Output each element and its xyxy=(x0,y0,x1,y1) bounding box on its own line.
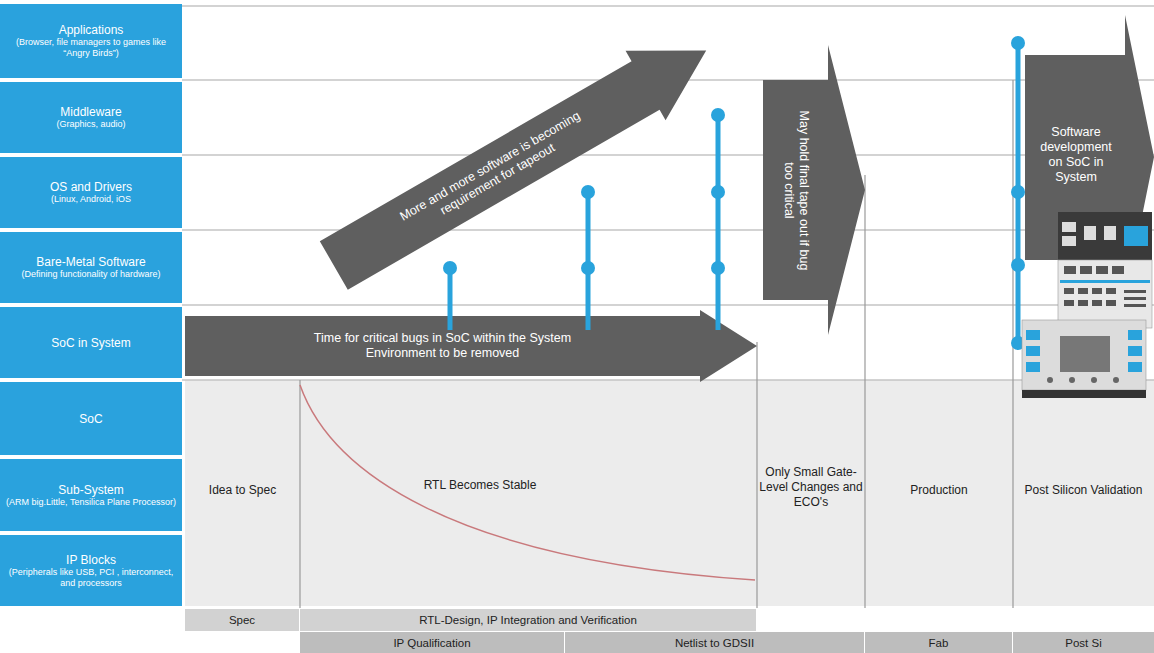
layer-title: Middleware xyxy=(60,105,121,119)
arrow-body xyxy=(185,310,757,382)
layer-title: Bare-Metal Software xyxy=(36,255,145,269)
phase-label: Idea to Spec xyxy=(186,460,299,520)
arrow-text-area: May hold final tape out if bug too criti… xyxy=(765,85,826,295)
phase-label: RTL Becomes Stable xyxy=(420,455,540,515)
layer-subtitle: (ARM big.Little, Tensilica Plane Process… xyxy=(6,497,176,508)
layer-box: Sub-System(ARM big.Little, Tensilica Pla… xyxy=(0,459,182,531)
tapeout-arrow: May hold final tape out if bug too criti… xyxy=(763,45,865,335)
arrow-body xyxy=(1025,15,1154,300)
phase-name: Netlist to GDSII xyxy=(675,637,754,649)
pin-lines xyxy=(450,43,1018,345)
arrow-shape xyxy=(763,45,865,335)
layer-box: Middleware(Graphics, audio) xyxy=(0,82,182,153)
layer-box: Applications(Browser, file managers to g… xyxy=(0,4,182,78)
layer-subtitle: (Linux, Android, iOS xyxy=(51,194,131,205)
phase-name: Post Si xyxy=(1065,637,1101,649)
arrow-text-area: More and more software is becoming requi… xyxy=(337,66,651,279)
arrow-body xyxy=(314,16,726,300)
phase-label: Post Silicon Validation xyxy=(1014,460,1153,520)
layer-subtitle: (Browser, file managers to games like “A… xyxy=(6,37,176,59)
phase-bar: Spec xyxy=(185,609,299,631)
soc-illustration xyxy=(1022,212,1152,398)
arrow-caption: Software development on SoC in System xyxy=(1029,125,1123,185)
layer-title: Applications xyxy=(59,23,124,37)
arrow-text-area: Time for critical bugs in SoC within the… xyxy=(185,316,700,376)
pin-dots xyxy=(443,36,1025,350)
phase-label: Production xyxy=(866,460,1012,520)
layer-subtitle: (Graphics, audio) xyxy=(56,119,125,130)
layer-box: SoC xyxy=(0,382,182,455)
layer-box: OS and Drivers(Linux, Android, iOS xyxy=(0,157,182,228)
phase-name: Spec xyxy=(229,614,255,626)
stability-curve xyxy=(300,385,755,580)
arrow-body xyxy=(763,45,865,335)
layer-box: SoC in System xyxy=(0,307,182,378)
phase-name: IP Qualification xyxy=(393,637,470,649)
layer-title: Sub-System xyxy=(58,483,123,497)
layer-title: SoC in System xyxy=(51,336,130,350)
phase-bar: Fab xyxy=(865,632,1012,653)
layer-title: IP Blocks xyxy=(66,553,116,567)
arrow-caption: May hold final tape out if bug too criti… xyxy=(781,101,811,279)
arrow-caption: More and more software is becoming requi… xyxy=(375,96,613,251)
layer-box: Bare-Metal Software(Defining functionali… xyxy=(0,232,182,303)
phase-bar: IP Qualification xyxy=(300,632,564,653)
layer-title: OS and Drivers xyxy=(50,180,132,194)
phase-bar: RTL-Design, IP Integration and Verificat… xyxy=(300,609,756,631)
layer-box: IP Blocks(Peripherals like USB, PCI , in… xyxy=(0,535,182,606)
arrow-text-area: Software development on SoC in System xyxy=(1029,115,1123,195)
phase-region xyxy=(185,380,1154,606)
layer-subtitle: (Defining functionality of hardware) xyxy=(21,269,160,280)
phase-bar: Netlist to GDSII xyxy=(565,632,864,653)
phase-name: Fab xyxy=(929,637,949,649)
timeline-arrow: Time for critical bugs in SoC within the… xyxy=(185,310,757,382)
phase-bar: Post Si xyxy=(1013,632,1154,653)
diagonal-arrow: More and more software is becoming requi… xyxy=(314,16,726,300)
layer-subtitle: (Peripherals like USB, PCI , interconnec… xyxy=(6,567,176,589)
phase-name: RTL-Design, IP Integration and Verificat… xyxy=(419,614,637,626)
arrow-caption: Time for critical bugs in SoC within the… xyxy=(279,331,607,361)
layer-title: SoC xyxy=(79,412,102,426)
phase-label: Only Small Gate-Level Changes and ECO's xyxy=(759,450,863,525)
